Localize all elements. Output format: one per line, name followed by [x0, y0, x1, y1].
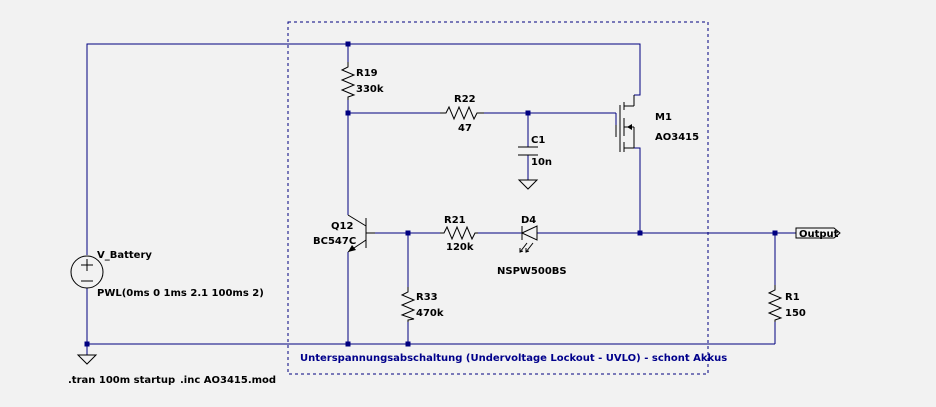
r21-resistor-symbol[interactable] [440, 225, 478, 241]
m1-pmos-symbol[interactable] [615, 95, 635, 152]
r33-resistor-symbol[interactable] [400, 287, 416, 322]
r19-value-label: 330k [356, 84, 384, 95]
r19-ref-label: R19 [356, 68, 378, 79]
m1-value-label: AO3415 [655, 132, 699, 143]
uvlo-comment: Unterspannungsabschaltung (Undervoltage … [300, 353, 727, 364]
r21-value-label: 120k [446, 242, 474, 253]
q12-value-label: BC547C [313, 236, 356, 247]
r19-resistor-symbol[interactable] [340, 62, 356, 100]
c1-value-label: 10n [531, 157, 552, 168]
battery-source-symbol[interactable] [70, 255, 104, 289]
r1-ref-label: R1 [785, 292, 800, 303]
d4-led-symbol[interactable] [519, 225, 538, 253]
c1-capacitor-symbol[interactable] [518, 146, 538, 156]
d4-value-label: NSPW500BS [497, 266, 567, 277]
m1-ref-label: M1 [655, 112, 672, 123]
r1-value-label: 150 [785, 308, 806, 319]
r22-resistor-symbol[interactable] [440, 105, 484, 121]
r22-ref-label: R22 [454, 94, 476, 105]
uvlo-boundary [287, 21, 709, 375]
r33-ref-label: R33 [416, 292, 438, 303]
tran-directive[interactable]: .tran 100m startup [68, 375, 175, 386]
vbat-ref-label: V_Battery [97, 250, 152, 261]
r22-value-label: 47 [458, 123, 472, 134]
output-net-label: Output [799, 229, 839, 240]
d4-ref-label: D4 [521, 215, 536, 226]
r33-value-label: 470k [416, 308, 444, 319]
q12-npn-symbol[interactable] [347, 214, 375, 253]
output-net-flag[interactable] [795, 227, 841, 239]
wires [86, 43, 796, 355]
c1-ground-symbol [517, 179, 539, 190]
r21-ref-label: R21 [444, 215, 466, 226]
r1-resistor-symbol[interactable] [767, 285, 783, 322]
q12-ref-label: Q12 [331, 221, 353, 232]
c1-ref-label: C1 [531, 135, 545, 146]
vbat-value-label: PWL(0ms 0 1ms 2.1 100ms 2) [97, 288, 264, 299]
ground-symbol [76, 354, 98, 365]
junctions [84, 41, 778, 347]
include-directive[interactable]: .inc AO3415.mod [180, 375, 276, 386]
